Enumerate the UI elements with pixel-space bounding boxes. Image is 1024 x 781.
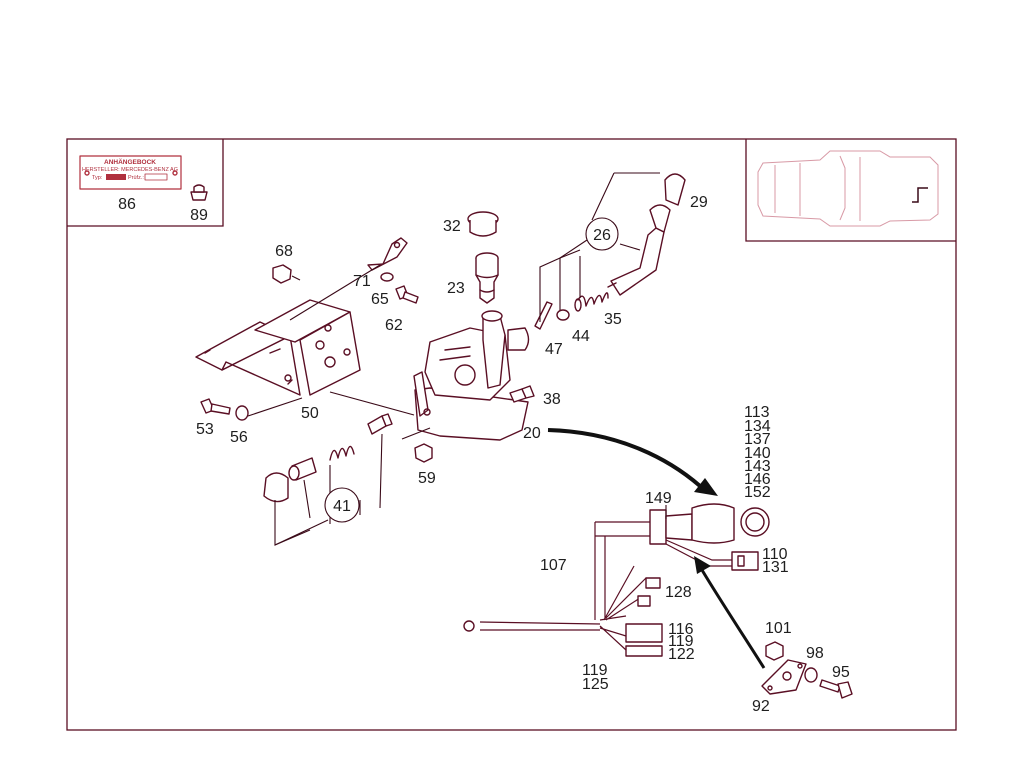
label-56: 56 bbox=[230, 429, 248, 446]
strap-part bbox=[367, 237, 408, 271]
callout-circle-26 bbox=[585, 217, 619, 251]
label-119-b: 119 bbox=[582, 662, 608, 679]
label-35: 35 bbox=[604, 311, 622, 328]
label-47: 47 bbox=[545, 341, 563, 358]
label-20: 20 bbox=[523, 425, 541, 442]
bolt-part bbox=[395, 285, 419, 304]
label-113: 113 bbox=[744, 404, 770, 421]
label-134: 134 bbox=[744, 418, 771, 435]
label-38: 38 bbox=[543, 391, 561, 408]
flange-plate bbox=[761, 659, 807, 695]
connection-arrows bbox=[547, 428, 766, 669]
label-92: 92 bbox=[752, 698, 770, 715]
washer-part bbox=[556, 309, 570, 321]
label-143: 143 bbox=[744, 458, 771, 475]
label-50: 50 bbox=[301, 405, 319, 422]
part-labels: 86 89 29 26 32 23 68 71 65 62 35 44 47 5… bbox=[118, 194, 850, 715]
plate-manufacturer: HERSTELLER: MERCEDES-BENZ AG bbox=[82, 167, 178, 173]
label-125: 125 bbox=[582, 676, 609, 693]
label-110: 110 bbox=[762, 546, 788, 563]
label-101: 101 bbox=[765, 620, 792, 637]
bolt-part bbox=[200, 398, 231, 415]
callout-circle-41 bbox=[324, 487, 360, 523]
label-131: 131 bbox=[762, 559, 789, 576]
label-stack: 113 134 137 140 143 146 152 bbox=[744, 404, 771, 501]
diagram-frame bbox=[66, 138, 957, 731]
rivet-part bbox=[190, 184, 208, 201]
label-53: 53 bbox=[196, 421, 214, 438]
label-128: 128 bbox=[665, 584, 692, 601]
mounting-bracket bbox=[195, 299, 361, 396]
label-44: 44 bbox=[572, 328, 590, 345]
label-71: 71 bbox=[353, 273, 371, 290]
spring-part bbox=[574, 292, 609, 312]
label-137: 137 bbox=[744, 431, 771, 448]
washer-part bbox=[380, 272, 394, 282]
plate-pruef-label: Prüfz.: bbox=[128, 175, 144, 181]
label-107: 107 bbox=[540, 557, 567, 574]
label-89: 89 bbox=[190, 207, 208, 224]
label-116: 116 bbox=[668, 621, 694, 638]
washer-part bbox=[804, 667, 818, 683]
label-41: 41 bbox=[333, 498, 351, 515]
nut-part bbox=[765, 641, 784, 661]
inset-box-right bbox=[745, 139, 956, 242]
washer-part bbox=[235, 405, 249, 421]
split-pin-part bbox=[534, 301, 553, 330]
plate-title: ANHÄNGEBOCK bbox=[104, 158, 156, 166]
type-plate: ANHÄNGEBOCK HERSTELLER: MERCEDES-BENZ AG… bbox=[79, 155, 182, 190]
label-68: 68 bbox=[275, 243, 293, 260]
label-32: 32 bbox=[443, 218, 461, 235]
label-59: 59 bbox=[418, 470, 436, 487]
plate-type-label: Typ: bbox=[92, 175, 103, 181]
label-26: 26 bbox=[593, 227, 611, 244]
label-95: 95 bbox=[832, 664, 850, 681]
nut-part bbox=[414, 443, 433, 463]
piston-parts bbox=[263, 413, 393, 503]
leader-lines bbox=[247, 172, 667, 546]
label-149: 149 bbox=[645, 490, 672, 507]
bolt-part bbox=[819, 679, 853, 699]
screw-part bbox=[509, 385, 535, 403]
bushing-part bbox=[475, 252, 499, 304]
label-62: 62 bbox=[385, 317, 403, 334]
coupling-body bbox=[413, 310, 530, 441]
label-122: 122 bbox=[668, 646, 695, 663]
label-86: 86 bbox=[118, 196, 136, 213]
label-146: 146 bbox=[744, 471, 771, 488]
label-152: 152 bbox=[744, 484, 771, 501]
nut-part bbox=[272, 264, 292, 284]
label-29: 29 bbox=[690, 194, 708, 211]
label-98: 98 bbox=[806, 645, 824, 662]
inset-box-left bbox=[67, 139, 224, 227]
label-119-a: 119 bbox=[668, 633, 694, 650]
wiring-harness bbox=[463, 503, 770, 657]
cap-part bbox=[467, 211, 499, 237]
label-23: 23 bbox=[447, 280, 465, 297]
label-65: 65 bbox=[371, 291, 389, 308]
handle-lever bbox=[607, 173, 686, 296]
vehicle-silhouette bbox=[757, 150, 939, 227]
label-140: 140 bbox=[744, 445, 771, 462]
